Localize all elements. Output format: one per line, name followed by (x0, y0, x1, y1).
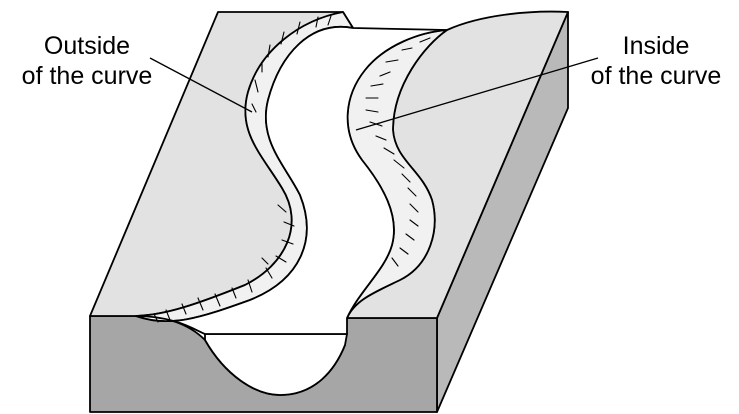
outside-label-line1: Outside (44, 32, 130, 60)
inside-label-line1: Inside (623, 32, 690, 60)
inside-label-line2: of the curve (591, 62, 722, 90)
outside-label-line2: of the curve (22, 62, 153, 90)
